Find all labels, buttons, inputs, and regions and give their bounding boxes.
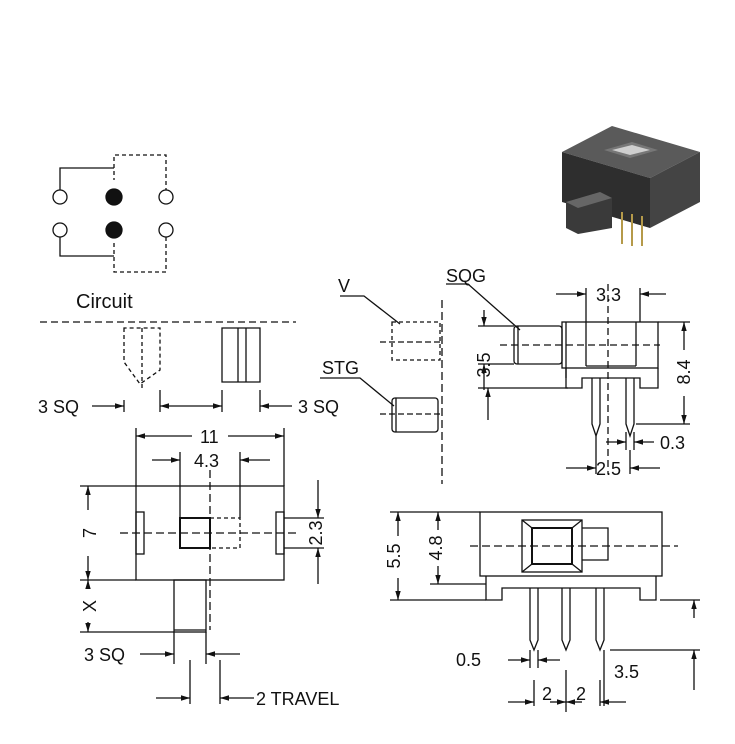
dim-pitch-2-right: 2 (576, 684, 586, 704)
circuit-label: Circuit (76, 291, 133, 313)
dim-height-3-5: 3.5 (474, 352, 494, 377)
terminal-open-2 (158, 189, 174, 205)
terminal-open-4 (158, 222, 174, 238)
dim-travel: 2 TRAVEL (256, 689, 339, 709)
dim-pitch-2-left: 2 (542, 684, 552, 704)
dim-3sq-right: 3 SQ (298, 397, 339, 417)
dim-x-mark: X (80, 600, 100, 612)
variant-sqg-label: SQG (446, 266, 486, 286)
dim-pitch-2-5: 2.5 (596, 459, 621, 479)
dim-width-3-3: 3.3 (596, 285, 621, 305)
dim-3sq-bottom: 3 SQ (84, 645, 125, 665)
dim-width-11: 11 (200, 427, 219, 447)
circuit-diagram (52, 154, 174, 273)
dim-pin-0-5: 0.5 (456, 650, 481, 670)
switch-product-illustration (562, 126, 700, 246)
dim-height-2-3: 2.3 (306, 520, 326, 545)
actuator-side-view (40, 321, 296, 412)
variant-actuators (320, 295, 443, 484)
dim-pin-0-3: 0.3 (660, 433, 685, 453)
terminal-common-2 (105, 221, 123, 239)
terminal-common-1 (105, 188, 123, 206)
variant-v-label: V (338, 276, 350, 296)
dim-width-4-3: 4.3 (194, 451, 219, 471)
dim-height-8-4: 8.4 (674, 359, 694, 384)
dim-3sq-left: 3 SQ (38, 397, 79, 417)
variant-stg-label: STG (322, 358, 359, 378)
terminal-open-1 (52, 189, 68, 205)
dim-pin-length-3-5: 3.5 (614, 662, 639, 682)
dim-height-4-8: 4.8 (426, 535, 446, 560)
front-view (390, 511, 700, 712)
side-view (446, 283, 690, 474)
terminal-open-3 (52, 222, 68, 238)
top-view (80, 428, 324, 704)
dim-height-7: 7 (80, 528, 100, 538)
dim-height-5-5: 5.5 (384, 543, 404, 568)
